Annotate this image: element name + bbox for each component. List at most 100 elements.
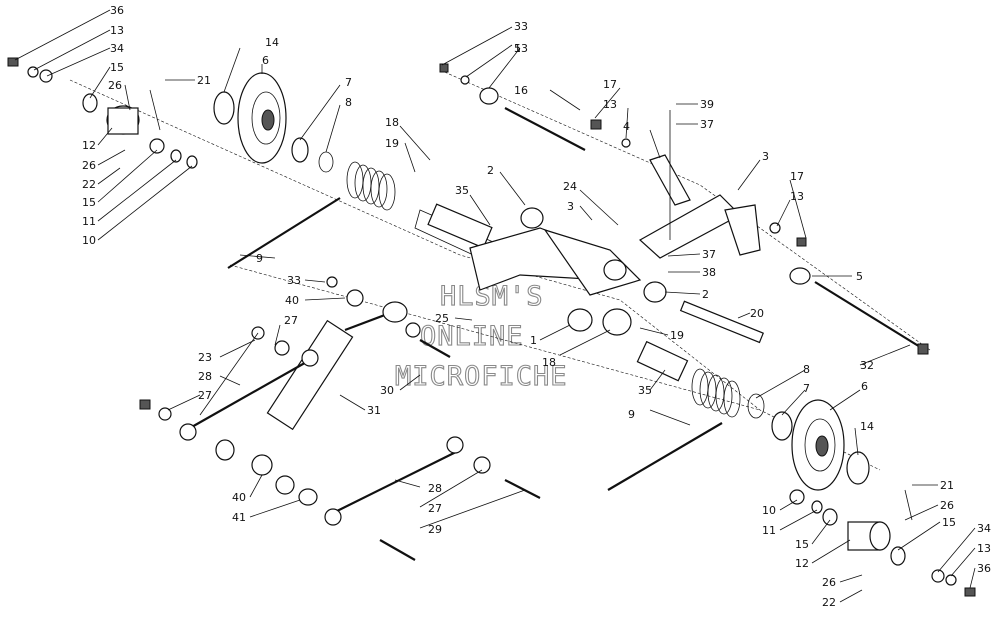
svg-text:36: 36 xyxy=(110,4,124,17)
callout: 21 xyxy=(165,74,211,87)
callout: 34 xyxy=(46,42,124,77)
callout: 26 xyxy=(822,574,863,589)
svg-text:28: 28 xyxy=(198,370,212,383)
callout: 17 xyxy=(789,170,807,239)
svg-text:21: 21 xyxy=(940,479,954,492)
svg-text:2: 2 xyxy=(487,164,494,177)
svg-text:11: 11 xyxy=(762,524,776,537)
svg-text:3: 3 xyxy=(567,200,574,213)
svg-text:19: 19 xyxy=(385,137,399,150)
svg-text:13: 13 xyxy=(977,542,991,555)
watermark-line-2: ONLINE xyxy=(420,321,524,352)
callout: 36 xyxy=(969,562,991,589)
callout: 3 xyxy=(737,150,769,191)
svg-text:33: 33 xyxy=(514,20,528,33)
callout: 9 xyxy=(628,408,691,426)
callout: 31 xyxy=(339,394,381,417)
callout: 20 xyxy=(737,307,764,320)
callout: 10 xyxy=(82,165,193,247)
svg-text:24: 24 xyxy=(563,180,577,193)
callout: 35 xyxy=(455,184,491,226)
svg-text:28: 28 xyxy=(428,482,442,495)
torsion-spring-left xyxy=(346,161,396,211)
callout: 6 xyxy=(261,54,269,74)
svg-text:15: 15 xyxy=(942,516,956,529)
rear-shaft-upper xyxy=(504,107,586,151)
svg-text:20: 20 xyxy=(750,307,764,320)
idler-wheel-right xyxy=(747,393,870,491)
callout: 15 xyxy=(897,516,956,551)
callout: 13 xyxy=(33,24,124,71)
svg-text:1: 1 xyxy=(530,334,537,347)
callout: 8 xyxy=(325,96,352,153)
callout: 19 xyxy=(385,137,416,173)
svg-text:13: 13 xyxy=(514,42,528,55)
tube-20 xyxy=(679,300,765,344)
svg-text:15: 15 xyxy=(110,61,124,74)
svg-text:4: 4 xyxy=(623,120,630,133)
svg-text:17: 17 xyxy=(603,78,617,91)
svg-text:37: 37 xyxy=(702,248,716,261)
svg-text:5: 5 xyxy=(514,42,521,55)
svg-text:22: 22 xyxy=(82,178,96,191)
watermark: HLSM'S ONLINE MICROFICHE xyxy=(394,280,568,392)
svg-text:33: 33 xyxy=(287,274,301,287)
callout: 3 xyxy=(567,200,593,221)
svg-text:26: 26 xyxy=(822,576,836,589)
svg-text:12: 12 xyxy=(795,557,809,570)
svg-text:32: 32 xyxy=(860,359,874,372)
callout: 7 xyxy=(781,382,810,416)
link-28-upper xyxy=(189,359,311,429)
callout: 35 xyxy=(638,369,666,397)
callout: 1 xyxy=(530,324,571,347)
spring-arm-left xyxy=(227,197,341,269)
center-arm xyxy=(469,207,667,336)
svg-text:13: 13 xyxy=(603,98,617,111)
watermark-line-3: MICROFICHE xyxy=(395,361,568,392)
svg-text:7: 7 xyxy=(345,76,352,89)
callout: 22 xyxy=(82,167,121,191)
callout: 40 xyxy=(232,474,263,504)
callout: 18 xyxy=(385,116,431,161)
svg-text:29: 29 xyxy=(428,523,442,536)
svg-text:9: 9 xyxy=(256,252,263,265)
callout: 6 xyxy=(829,380,868,411)
svg-text:31: 31 xyxy=(367,404,381,417)
svg-text:8: 8 xyxy=(803,363,810,376)
callout: 28 xyxy=(198,370,241,386)
end-cap-left xyxy=(7,57,198,169)
svg-text:7: 7 xyxy=(803,382,810,395)
callout: 2 xyxy=(664,288,709,301)
svg-text:13: 13 xyxy=(110,24,124,37)
callout: 30 xyxy=(380,374,421,397)
svg-text:8: 8 xyxy=(345,96,352,109)
callout: 13 xyxy=(776,190,804,227)
svg-text:18: 18 xyxy=(385,116,399,129)
callout: 16 xyxy=(514,84,581,111)
svg-text:13: 13 xyxy=(790,190,804,203)
svg-text:10: 10 xyxy=(82,234,96,247)
idler-wheel-left xyxy=(213,72,334,173)
callout: 14 xyxy=(223,36,279,93)
callout: 26 xyxy=(904,499,954,521)
svg-text:34: 34 xyxy=(977,522,991,535)
bracket-right xyxy=(590,110,811,285)
svg-text:35: 35 xyxy=(455,184,469,197)
svg-text:15: 15 xyxy=(82,196,96,209)
svg-text:5: 5 xyxy=(856,270,863,283)
callout: 32 xyxy=(859,344,911,372)
callout: 19 xyxy=(639,327,684,342)
callout: 13 xyxy=(950,542,991,577)
callout: 9 xyxy=(239,252,276,265)
callout: 26 xyxy=(82,149,126,172)
svg-text:41: 41 xyxy=(232,511,246,524)
svg-text:40: 40 xyxy=(285,294,299,307)
callout: 11 xyxy=(82,159,177,228)
svg-text:2: 2 xyxy=(702,288,709,301)
callout: 29 xyxy=(419,489,526,536)
svg-text:30: 30 xyxy=(380,384,394,397)
callout: 18 xyxy=(542,329,611,369)
callout: 39 xyxy=(676,98,714,111)
svg-text:23: 23 xyxy=(198,351,212,364)
callout: 8 xyxy=(755,363,810,399)
